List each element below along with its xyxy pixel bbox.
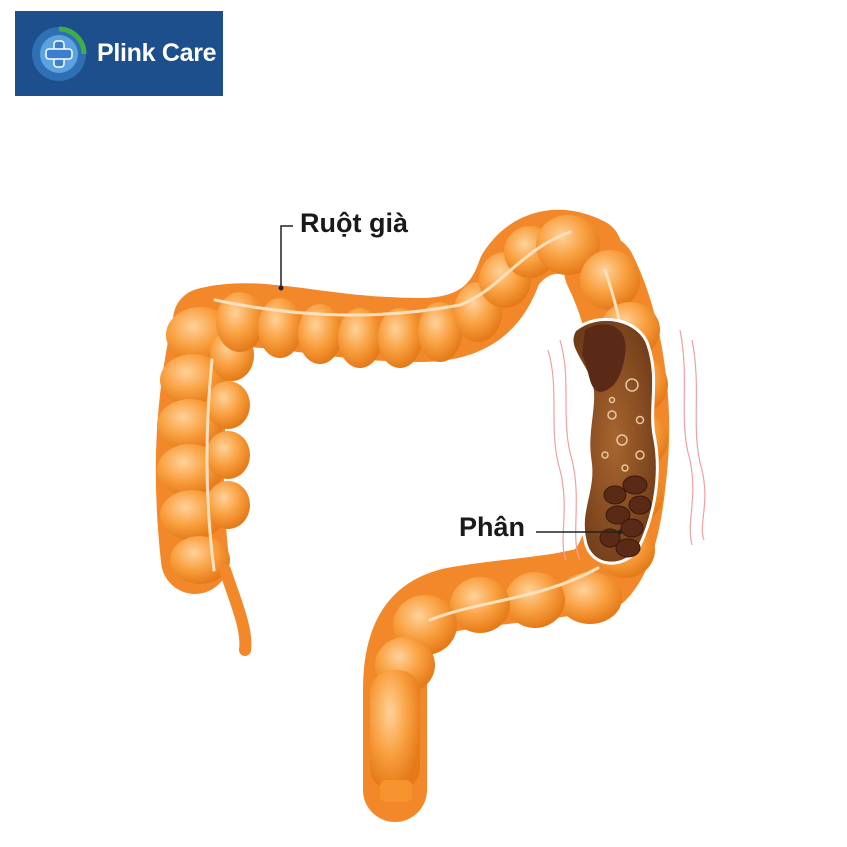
colon-leader-line (280, 225, 293, 286)
rectum (370, 670, 420, 790)
sigmoid-colon-segments (375, 572, 622, 693)
taenia-line (205, 230, 624, 622)
appendix (219, 564, 252, 656)
brand-logo: Plink Care (15, 11, 223, 96)
colon-label: Ruột già (300, 208, 408, 238)
medical-cross-logo-icon (32, 26, 87, 81)
brand-name: Plink Care (97, 39, 217, 67)
stool-label: Phân (459, 512, 526, 542)
stool-cutaway (547, 317, 706, 565)
